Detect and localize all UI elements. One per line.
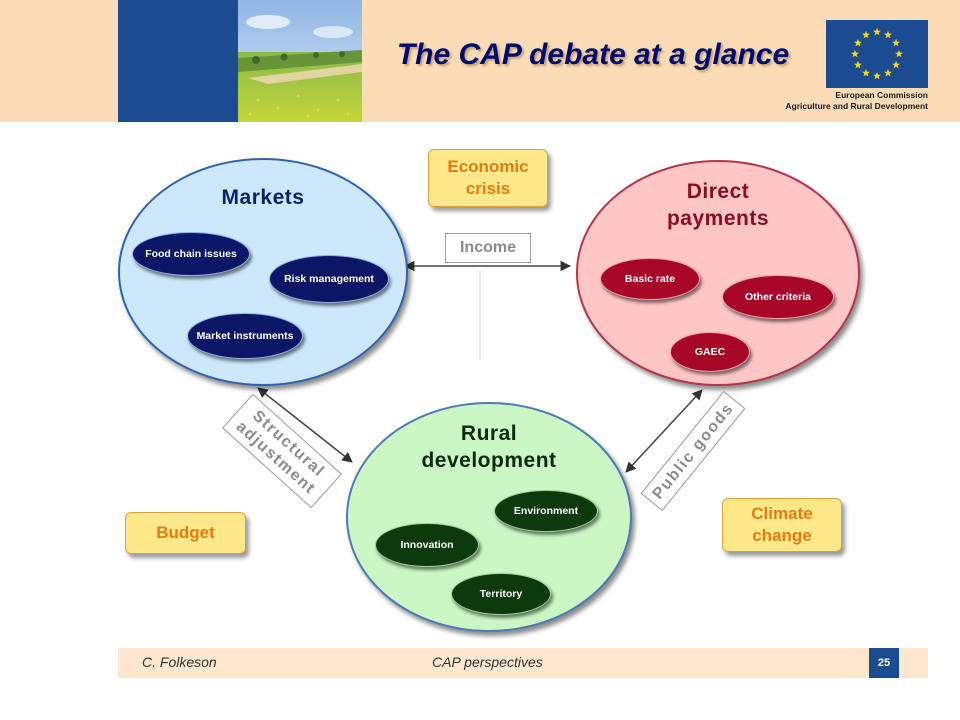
- eu-star-icon: [892, 38, 901, 47]
- rural-development-title: Rural development: [348, 420, 630, 474]
- rural-title-line-1: Rural: [460, 422, 518, 445]
- eu-star-icon: [873, 71, 881, 80]
- footer-author: C. Folkeson: [142, 654, 217, 670]
- header-blue-block: [118, 0, 238, 122]
- pill-territory: Territory: [451, 573, 551, 615]
- pill-risk-management: Risk management: [269, 255, 389, 303]
- eu-star-icon: [862, 68, 870, 77]
- rural-title-line-2: development: [421, 449, 557, 472]
- eu-flag-logo: [826, 20, 928, 88]
- footer-bar: [118, 648, 928, 678]
- direct-title-line-1: Direct: [686, 180, 750, 203]
- pill-environment: Environment: [494, 490, 598, 532]
- eu-star-icon: [873, 27, 881, 36]
- economic-line-1: Economic: [447, 157, 529, 176]
- org-line-1: European Commission: [835, 90, 928, 100]
- pill-market-instruments: Market instruments: [187, 313, 303, 359]
- economic-crisis-box: Economic crisis: [428, 149, 548, 207]
- eu-star-icon: [853, 38, 862, 47]
- eu-star-icon: [851, 49, 859, 58]
- public-goods-arrow: [625, 389, 703, 473]
- pill-innovation: Innovation: [375, 523, 479, 567]
- footer-title: CAP perspectives: [432, 654, 543, 670]
- budget-box: Budget: [125, 512, 246, 554]
- eu-star-icon: [862, 30, 870, 39]
- eu-star-icon: [884, 68, 892, 77]
- page-title: The CAP debate at a glance: [396, 38, 790, 71]
- pill-gaec: GAEC: [670, 332, 750, 372]
- economic-line-2: crisis: [465, 179, 511, 198]
- direct-payments-title: Direct payments: [578, 178, 858, 232]
- landscape-photo: [238, 0, 362, 122]
- pill-other-criteria: Other criteria: [722, 275, 834, 319]
- climate-change-box: Climate change: [722, 498, 842, 552]
- climate-line-2: change: [752, 526, 812, 545]
- eu-star-icon: [884, 30, 892, 39]
- pill-food-chain-issues: Food chain issues: [132, 232, 250, 276]
- eu-star-icon: [892, 60, 901, 69]
- direct-title-line-2: payments: [666, 207, 770, 230]
- org-line-2: Agriculture and Rural Development: [785, 101, 928, 111]
- eu-star-icon: [853, 60, 862, 69]
- income-label: Income: [445, 233, 531, 263]
- climate-line-1: Climate: [751, 504, 813, 523]
- page-number: 25: [869, 648, 899, 678]
- pill-basic-rate: Basic rate: [600, 258, 700, 300]
- eu-star-icon: [895, 49, 903, 58]
- structural-arrow: [257, 387, 353, 463]
- eu-org-text: European Commission Agriculture and Rura…: [740, 90, 928, 112]
- markets-title: Markets: [221, 186, 305, 209]
